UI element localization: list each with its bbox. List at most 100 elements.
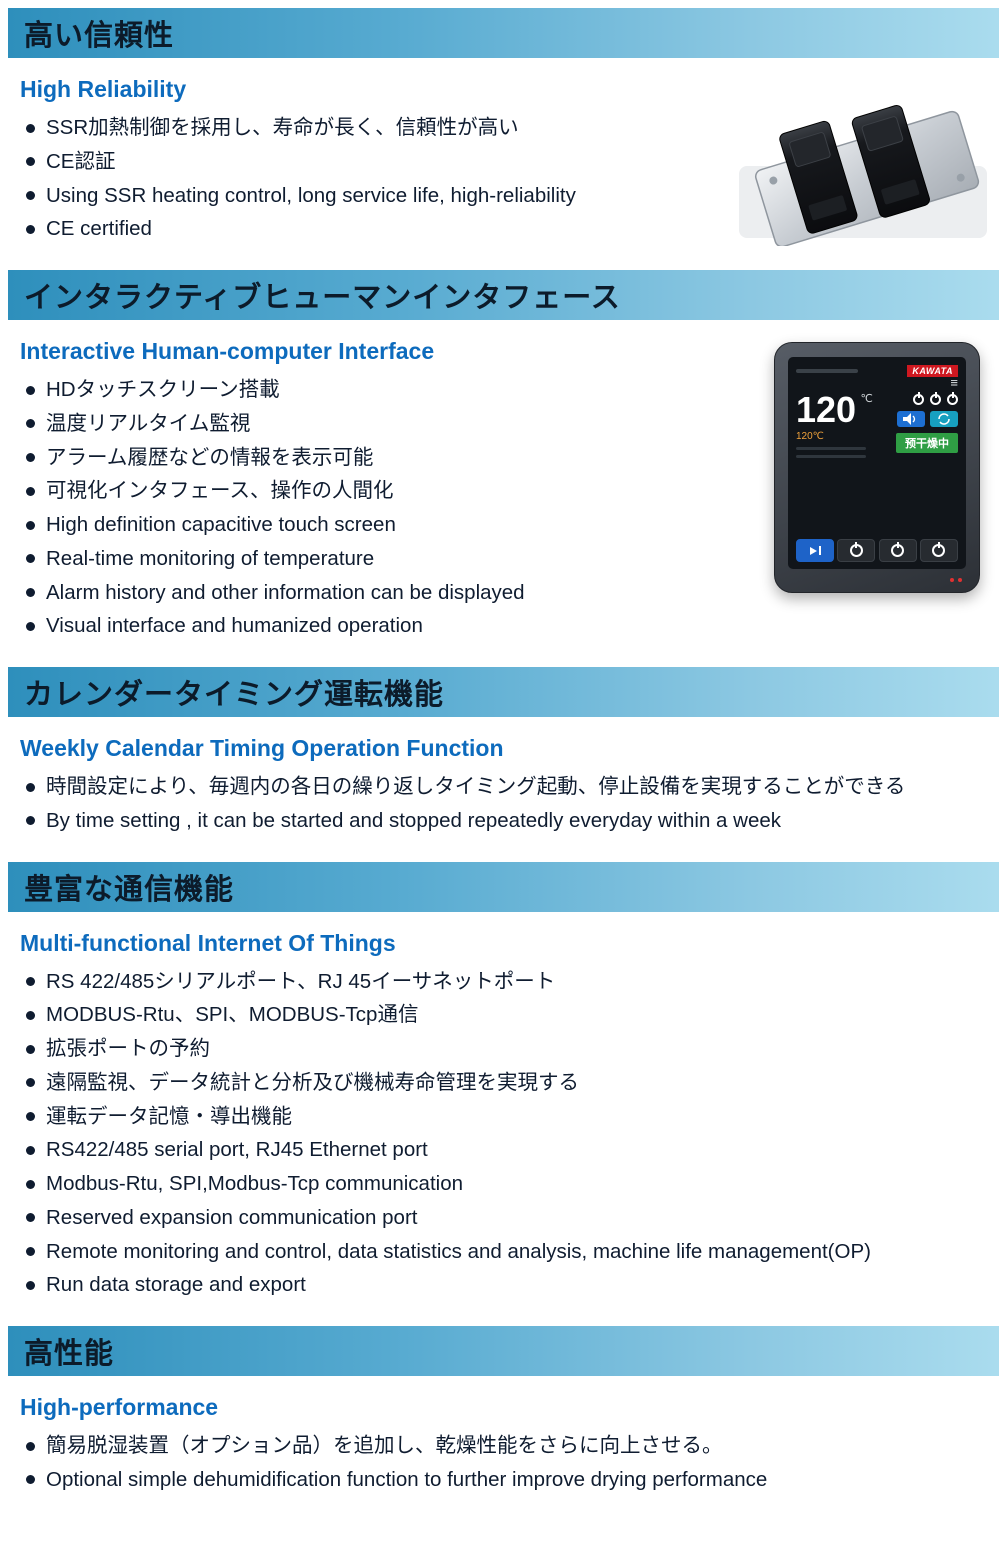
section-content: High-performance 簡易脱湿装置（オプション品）を追加し、乾燥性能… [8, 1386, 999, 1499]
section-header-bar: 豊富な通信機能 [8, 861, 999, 912]
text-column: Multi-functional Internet Of Things RS 4… [20, 922, 995, 1305]
section-content: Weekly Calendar Timing Operation Functio… [8, 727, 999, 840]
section-high-performance: 高性能 High-performance 簡易脱湿装置（オプション品）を追加し、… [8, 1326, 999, 1499]
speaker-button [897, 411, 925, 427]
bullet-list: 時間設定により、毎週内の各日の繰り返しタイミング起動、停止設備を実現することがで… [20, 772, 995, 837]
bullet-item: Run data storage and export [20, 1270, 995, 1301]
section-title-jp: カレンダータイミング運転機能 [24, 679, 445, 711]
section-title-jp: インタラクティブヒューマンインタフェース [24, 282, 621, 314]
bullet-item: 時間設定により、毎週内の各日の繰り返しタイミング起動、停止設備を実現することがで… [20, 772, 995, 803]
temperature-unit: ℃ [860, 393, 873, 405]
bullet-item: Remote monitoring and control, data stat… [20, 1237, 995, 1268]
bullet-text: 拡張ポートの予約 [46, 1037, 210, 1060]
menu-icon: ≡ [950, 375, 958, 390]
speaker-icon [903, 413, 916, 425]
bullet-item: 拡張ポートの予約 [20, 1034, 995, 1065]
bullet-text: Using SSR heating control, long service … [46, 183, 576, 207]
section-communication: 豊富な通信機能 Multi-functional Internet Of Thi… [8, 861, 999, 1305]
screen-button-row [796, 539, 958, 562]
bullet-text: By time setting , it can be started and … [46, 808, 781, 832]
controller-screen: KAWATA ≡ 120 ℃ 120℃ [788, 357, 966, 569]
bullet-text: Visual interface and humanized operation [46, 614, 423, 638]
status-badge: 预干燥中 [896, 433, 958, 453]
bullet-item: 簡易脱湿装置（オプション品）を追加し、乾燥性能をさらに向上させる。 [20, 1431, 995, 1462]
bullet-item: Alarm history and other information can … [20, 578, 745, 609]
bullet-list: RS 422/485シリアルポート、RJ 45イーサネットポート MODBUS-… [20, 967, 995, 1302]
power-icon [891, 544, 905, 557]
bullet-item: High definition capacitive touch screen [20, 510, 745, 541]
bullet-item: CE認証 [20, 147, 705, 178]
bullet-text: High definition capacitive touch screen [46, 513, 396, 536]
bullet-item: 可視化インタフェース、操作の人間化 [20, 476, 745, 507]
start-pause-button [796, 539, 834, 562]
bullet-item: By time setting , it can be started and … [20, 806, 995, 837]
section-content: Interactive Human-computer Interface HDタ… [8, 330, 999, 645]
bullet-item: Real-time monitoring of temperature [20, 544, 745, 575]
bullet-text: 温度リアルタイム監視 [46, 411, 251, 435]
bullet-item: 遠隔監視、データ統計と分析及び機械寿命管理を実現する [20, 1068, 995, 1099]
pause-bar-icon [818, 546, 821, 555]
section-title-jp: 高性能 [24, 1338, 115, 1370]
bullet-text: Optional simple dehumidification functio… [46, 1467, 768, 1491]
text-column: Weekly Calendar Timing Operation Functio… [20, 727, 995, 840]
bullet-text: 運転データ記憶・導出機能 [46, 1104, 292, 1128]
bullet-text: HDタッチスクリーン搭載 [46, 378, 280, 401]
bullet-list: 簡易脱湿装置（オプション品）を追加し、乾燥性能をさらに向上させる。 Option… [20, 1431, 995, 1496]
section-header-bar: カレンダータイミング運転機能 [8, 667, 999, 717]
section-calendar-timing: カレンダータイミング運転機能 Weekly Calendar Timing Op… [8, 667, 999, 840]
bullet-item: HDタッチスクリーン搭載 [20, 375, 745, 406]
bullet-text: 簡易脱湿装置（オプション品）を追加し、乾燥性能をさらに向上させる。 [46, 1434, 723, 1457]
section-subtitle-en: High Reliability [20, 76, 187, 102]
bullet-text: Run data storage and export [46, 1273, 306, 1297]
section-content: High Reliability SSR加熱制御を採用し、寿命が長く、信頼性が高… [8, 68, 999, 248]
set-temperature-value: 120℃ [796, 431, 824, 442]
bullet-item: MODBUS-Rtu、SPI、MODBUS-Tcp通信 [20, 1000, 995, 1031]
screen-right-controls: 预干燥中 [874, 392, 958, 533]
section-header-bar: 高い信頼性 [8, 8, 999, 58]
section-header-bar: インタラクティブヒューマンインタフェース [8, 270, 999, 320]
section-high-reliability: 高い信頼性 High Reliability SSR加熱制御を採用し、寿命が長く… [8, 8, 999, 248]
bullet-text: アラーム履歴などの情報を表示可能 [46, 445, 374, 469]
bullet-item: RS 422/485シリアルポート、RJ 45イーサネットポート [20, 967, 995, 998]
refresh-button [930, 411, 958, 427]
power-icon [947, 394, 958, 405]
bullet-text: Reserved expansion communication port [46, 1205, 418, 1229]
bullet-item: RS422/485 serial port, RJ45 Ethernet por… [20, 1135, 995, 1166]
temperature-value: 120 [796, 389, 857, 430]
section-content: Multi-functional Internet Of Things RS 4… [8, 922, 999, 1305]
section-subtitle-en: Multi-functional Internet Of Things [20, 929, 396, 956]
led-indicator [950, 578, 954, 582]
section-header-bar: 高性能 [8, 1326, 999, 1376]
bullet-item: Optional simple dehumidification functio… [20, 1465, 995, 1496]
mini-power-buttons [913, 394, 958, 405]
bullet-list: SSR加熱制御を採用し、寿命が長く、信頼性が高い CE認証 Using SSR … [20, 113, 705, 245]
bullet-text: Alarm history and other information can … [46, 580, 525, 604]
led-indicators [788, 578, 966, 582]
bullet-text: Remote monitoring and control, data stat… [46, 1239, 871, 1263]
power-button [878, 539, 917, 562]
power-icon [849, 544, 863, 557]
power-icon [930, 394, 941, 405]
section-subtitle-en: Interactive Human-computer Interface [20, 338, 435, 364]
bullet-text: 遠隔監視、データ統計と分析及び機械寿命管理を実現する [46, 1070, 579, 1094]
screen-main-area: 120 ℃ 120℃ [796, 392, 958, 533]
temperature-display: 120 ℃ 120℃ [796, 392, 874, 533]
bullet-item: Modbus-Rtu, SPI,Modbus-Tcp communication [20, 1169, 995, 1200]
bullet-text: RS 422/485シリアルポート、RJ 45イーサネットポート [46, 969, 556, 993]
bullet-text: CE認証 [46, 149, 116, 173]
section-interactive-interface: インタラクティブヒューマンインタフェース Interactive Human-c… [8, 270, 999, 645]
play-icon [809, 546, 817, 555]
power-icon [932, 544, 946, 557]
bullet-text: SSR加熱制御を採用し、寿命が長く、信頼性が高い [46, 116, 519, 139]
text-column: High Reliability SSR加熱制御を採用し、寿命が長く、信頼性が高… [20, 68, 705, 248]
power-button [837, 539, 876, 562]
bullet-item: 運転データ記憶・導出機能 [20, 1102, 995, 1133]
bullet-text: Real-time monitoring of temperature [46, 546, 375, 570]
screen-statusbar-text [796, 369, 858, 373]
bullet-text: 可視化インタフェース、操作の人間化 [46, 479, 394, 503]
screen-info-line [796, 447, 866, 450]
bullet-item: 温度リアルタイム監視 [20, 409, 745, 440]
led-indicator [958, 578, 962, 582]
bullet-item: Using SSR heating control, long service … [20, 181, 705, 212]
